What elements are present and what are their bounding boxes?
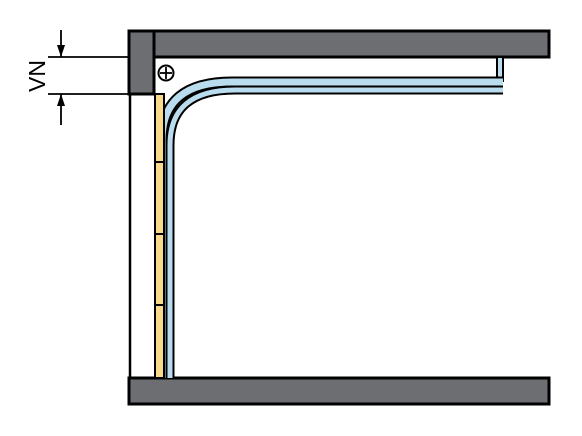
spring-pulley-icon [157, 64, 175, 82]
dimension-label: VN [24, 60, 50, 92]
track-outer-rail-fill [158, 78, 503, 378]
ceiling-slab [127, 29, 551, 59]
track-inner-rail-fill [167, 87, 503, 378]
dimension-arrow-up [57, 94, 65, 106]
dimension-arrow-down [57, 45, 65, 57]
track-outer-rail [156, 76, 503, 378]
floor-slab [127, 376, 551, 406]
track-inner-rail [165, 85, 503, 378]
lintel-block [127, 29, 156, 96]
door-panel-strip [154, 93, 165, 379]
